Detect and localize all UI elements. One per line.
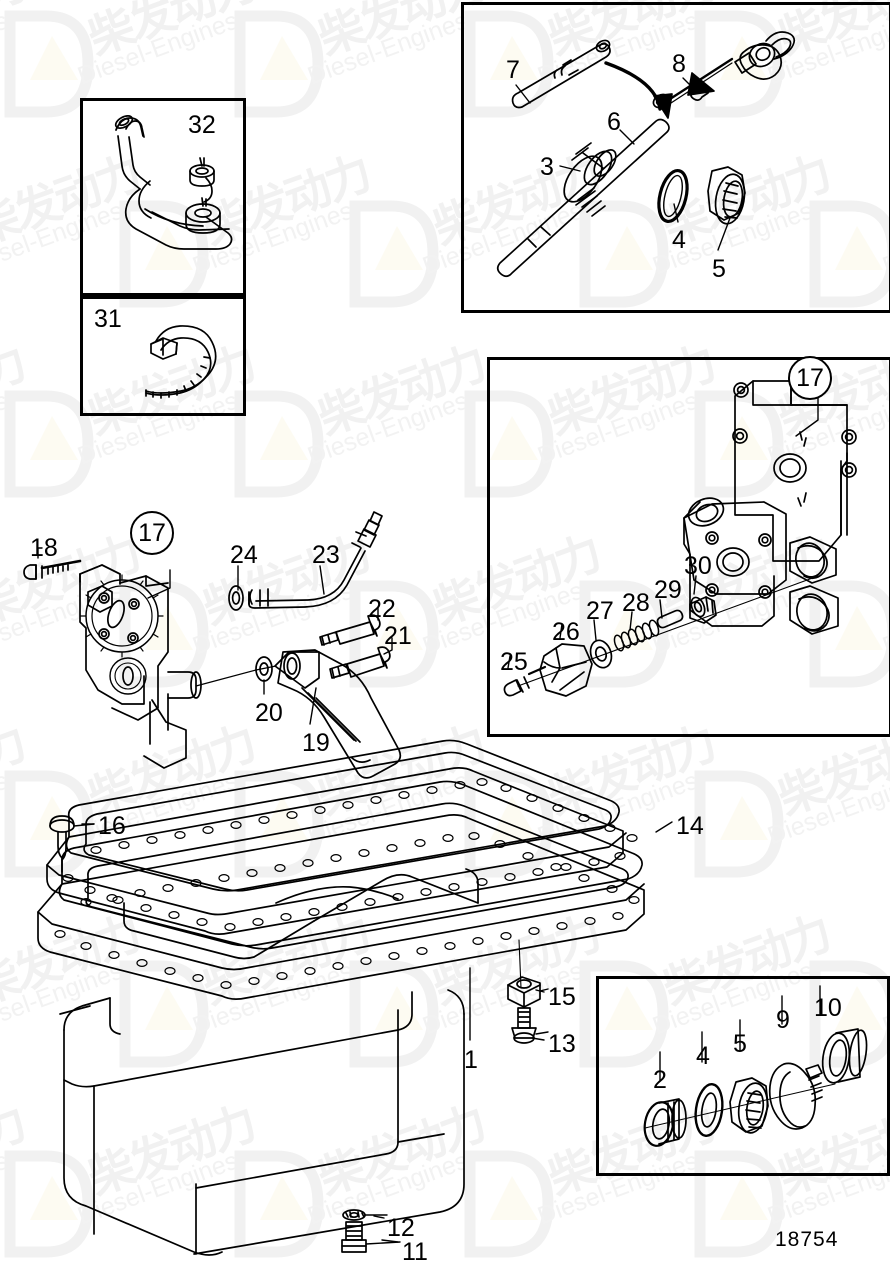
callout-3-tube-nipple: 3: [540, 153, 554, 181]
art-tube-fitting-assembly: [643, 1028, 868, 1147]
callout-4-o-ring: 4: [672, 226, 686, 254]
callout-22-washer: 22: [368, 595, 396, 623]
callout-7-filler-tube: 7: [506, 56, 520, 84]
callout-20-washer: 20: [255, 699, 283, 727]
callout-21-screw: 21: [384, 622, 412, 650]
callout-26-valve-cover: 26: [552, 618, 580, 646]
callout-10-sleeve: 10: [814, 994, 842, 1022]
callout-5-nut-b: 5: [733, 1030, 747, 1058]
callout-4-o-ring-b: 4: [696, 1042, 710, 1070]
callout-1-oil-pan: 1: [464, 1046, 478, 1074]
callout-30-valve-seat: 30: [684, 552, 712, 580]
callout-16-plug: 16: [98, 812, 126, 840]
callout-5-nut: 5: [712, 255, 726, 283]
document-number: 18754: [775, 1228, 839, 1251]
callout-9-clamp: 9: [776, 1006, 790, 1034]
callout-18-screw: 18: [30, 534, 58, 562]
art-oil-pump-assembly: [23, 511, 402, 779]
callout-15-bushing: 15: [548, 983, 576, 1011]
callout-2-connector: 2: [653, 1066, 667, 1094]
callout-19-suction-pipe: 19: [302, 729, 330, 757]
callout-23-delivery-pipe: 23: [312, 541, 340, 569]
callout-14-gasket: 14: [676, 812, 704, 840]
art-bushing-15-screw-13: [507, 939, 549, 1044]
callout-12-washer: 12: [387, 1214, 415, 1242]
callout-11-drain-plug: 11: [402, 1238, 428, 1266]
callout-32-suction-pipe: 32: [188, 111, 216, 139]
callout-24-washer: 24: [230, 541, 258, 569]
art-cable-tie: [145, 325, 217, 399]
callout-6-dipstick-tube: 6: [607, 108, 621, 136]
callout-28-spring: 28: [622, 589, 650, 617]
callout-31-cable-tie: 31: [94, 305, 122, 333]
callout-25-screw: 25: [500, 648, 528, 676]
callout-17-oil-pump: 17: [130, 511, 174, 555]
art-oil-filter-housing: [503, 380, 857, 697]
callout-17-filter-housing: 17: [788, 356, 832, 400]
callout-29-plunger: 29: [654, 576, 682, 604]
art-drain-plug-11-washer-12: [341, 1209, 401, 1253]
callout-27-washer: 27: [586, 597, 614, 625]
callout-8-dipstick: 8: [672, 50, 686, 78]
callout-13-screw: 13: [548, 1030, 576, 1058]
